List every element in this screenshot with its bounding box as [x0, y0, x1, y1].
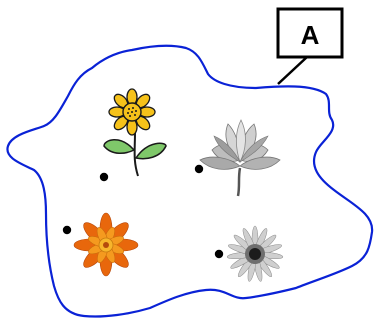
element-dot: [194, 164, 204, 174]
orange-marigold-photo: [73, 212, 139, 277]
set-label-box: [276, 7, 344, 59]
cartoon-sunflower-icon: [103, 88, 167, 177]
element-dot: [62, 225, 72, 235]
label-connector-line: [277, 56, 308, 85]
element-dot: [99, 172, 109, 182]
element-dot: [214, 249, 224, 259]
gray-daisy-photo: [226, 225, 284, 282]
set-outline: [6, 44, 374, 318]
set-label: A: [301, 20, 320, 50]
water-lily-photo: [199, 119, 281, 197]
